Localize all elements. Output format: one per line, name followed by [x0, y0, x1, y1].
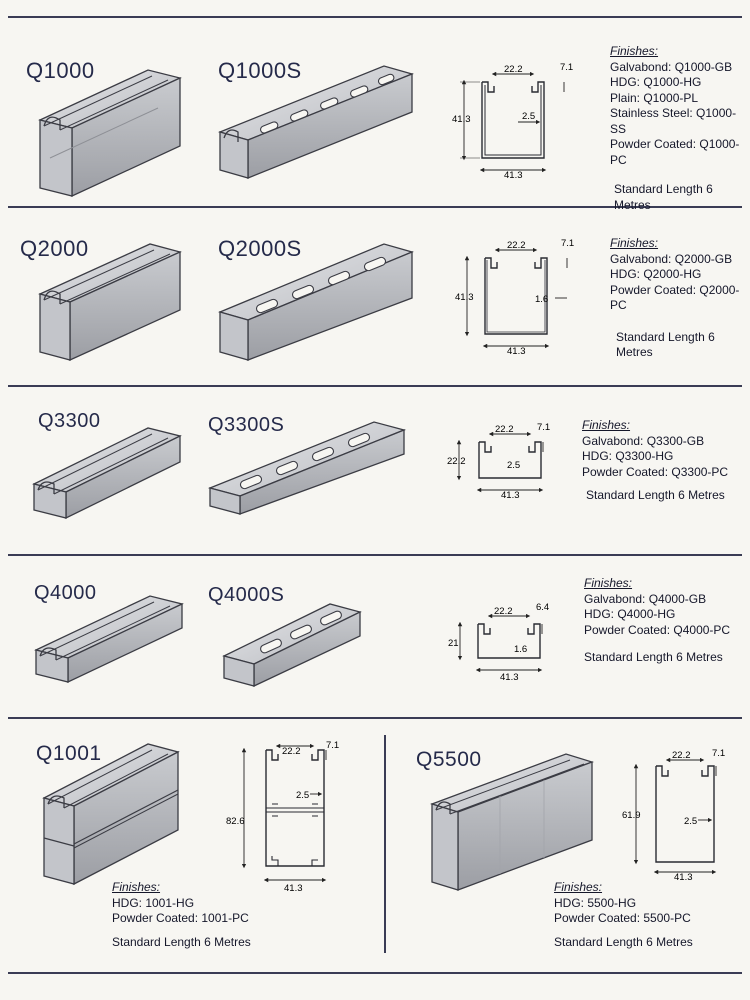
dim-thickness: 1.6 [535, 294, 548, 305]
cross-section-drawing: 82.6 41.3 22.2 7.1 2.5 [226, 740, 339, 894]
double-channel-illustration [42, 743, 180, 886]
dim-thickness: 1.6 [514, 644, 527, 655]
finish-item: HDG: 1001-HG [112, 895, 195, 910]
finish-item: HDG: Q2000-HG [610, 267, 702, 281]
section-divider [8, 206, 742, 208]
slotted-channel-illustration [222, 603, 362, 688]
dim-lip: 7.1 [561, 238, 574, 249]
finish-item: HDG: Q4000-HG [584, 607, 676, 621]
standard-length: Standard Length 6 Metres [584, 650, 723, 664]
slotted-channel-illustration [217, 65, 415, 179]
finishes-title: Finishes: [112, 880, 161, 894]
product-code: Q5500 [416, 748, 482, 771]
channel-illustration [32, 427, 182, 520]
product-code-slotted: Q1000S [218, 58, 302, 83]
finishes-title: Finishes: [610, 236, 659, 250]
standard-length: Standard Length 6 Metres [586, 488, 725, 502]
finishes-block: Finishes: Galvabond: Q1000-GB HDG: Q1000… [610, 44, 750, 213]
slotted-channel-illustration [207, 421, 407, 515]
dim-opening: 22.2 [494, 606, 513, 617]
bottom-rule [8, 972, 742, 974]
dim-width: 41.3 [674, 872, 693, 883]
section-divider [8, 554, 742, 556]
slotted-channel-illustration [218, 243, 414, 361]
finishes-block: Finishes: Galvabond: Q4000-GB HDG: Q4000… [584, 576, 730, 666]
dim-thickness: 2.5 [684, 816, 697, 827]
cross-section-drawing: 21 41.3 22.2 6.4 1.6 [448, 602, 549, 682]
finish-item: Powder Coated: 1001-PC [112, 911, 249, 925]
finish-item: Galvabond: Q3300-GB [582, 433, 705, 448]
finishes-title: Finishes: [582, 418, 631, 432]
product-code-slotted: Q3300S [208, 414, 285, 436]
finish-item: HDG: 5500-HG [554, 895, 637, 910]
finishes-block: Finishes: Galvabond: Q3300-GB HDG: Q3300… [582, 418, 728, 504]
standard-length: Standard Length 6 Metres [614, 182, 713, 212]
standard-length: Standard Length 6 Metres [112, 934, 251, 949]
dim-height: 21 [448, 638, 459, 649]
product-code: Q1000 [26, 58, 95, 83]
section-divider [8, 717, 742, 719]
dim-opening: 22.2 [507, 240, 526, 251]
finish-item: Galvabond: Q4000-GB [584, 591, 707, 606]
dim-opening: 22.2 [504, 64, 523, 75]
dim-lip: 7.1 [560, 62, 573, 73]
finishes-title: Finishes: [610, 44, 659, 58]
cross-section-drawing: 22.2 41.3 22.2 7.1 2.5 [447, 422, 550, 498]
finish-item: Stainless Steel: Q1000-SS [610, 106, 737, 136]
finish-item: Powder Coated: Q1000-PC [610, 137, 740, 167]
product-code: Q3300 [38, 410, 101, 432]
cross-section-drawing: 61.9 41.3 22.2 7.1 2.5 [622, 748, 725, 883]
channel-illustration [34, 595, 184, 684]
finish-item: Powder Coated: Q4000-PC [584, 622, 731, 637]
channel-illustration [38, 69, 182, 197]
dim-lip: 7.1 [537, 422, 550, 433]
finishes-title: Finishes: [554, 880, 603, 894]
dim-width: 41.3 [500, 672, 519, 682]
dim-height: 82.6 [226, 816, 245, 827]
cross-section-drawing: 41.3 41.3 22.2 7.1 1.6 [455, 238, 574, 357]
product-code-slotted: Q2000S [218, 236, 302, 261]
finish-item: Powder Coated: Q2000-PC [610, 282, 740, 313]
dim-height: 61.9 [622, 810, 641, 821]
dim-lip: 7.1 [712, 748, 725, 759]
finish-item: HDG: Q3300-HG [582, 449, 674, 463]
channel-illustration [38, 243, 182, 362]
dim-thickness: 2.5 [507, 460, 520, 471]
dim-width: 41.3 [284, 883, 303, 894]
finishes-block: Finishes: HDG: 5500-HG Powder Coated: 55… [554, 880, 693, 950]
dim-width: 41.3 [501, 490, 520, 498]
finish-item: HDG: Q1000-HG [610, 75, 702, 89]
standard-length: Standard Length 6 Metres [616, 329, 715, 360]
finishes-block: Finishes: HDG: 1001-HG Powder Coated: 10… [112, 880, 251, 950]
dim-lip: 7.1 [326, 740, 339, 751]
dim-opening: 22.2 [672, 750, 691, 761]
dim-height: 41.3 [455, 292, 474, 303]
standard-length: Standard Length 6 Metres [554, 934, 693, 949]
finish-item: Galvabond: Q1000-GB [610, 59, 733, 74]
product-code: Q2000 [20, 236, 89, 261]
dim-width: 41.3 [504, 170, 523, 181]
section-divider [8, 385, 742, 387]
product-code: Q4000 [34, 582, 97, 604]
dim-height: 41.3 [452, 114, 471, 125]
finish-item: Galvabond: Q2000-GB [610, 251, 733, 266]
dim-lip: 6.4 [536, 602, 549, 613]
column-divider [384, 735, 386, 953]
dim-opening: 22.2 [282, 746, 301, 757]
finishes-block: Finishes: Galvabond: Q2000-GB HDG: Q2000… [610, 236, 750, 361]
finish-item: Powder Coated: 5500-PC [554, 911, 691, 925]
dim-width: 41.3 [507, 346, 526, 357]
product-code-slotted: Q4000S [208, 584, 285, 606]
dim-thickness: 2.5 [296, 790, 309, 801]
finishes-title: Finishes: [584, 576, 633, 590]
finish-item: Plain: Q1000-PL [610, 90, 699, 105]
dim-thickness: 2.5 [522, 111, 535, 122]
cross-section-drawing: 41.3 41.3 22.2 7.1 2.5 [452, 62, 573, 181]
finish-item: Powder Coated: Q3300-PC [582, 464, 729, 479]
deep-channel-illustration [429, 753, 595, 891]
top-rule [8, 16, 742, 18]
product-code: Q1001 [36, 742, 102, 765]
dim-opening: 22.2 [495, 424, 514, 435]
dim-height: 22.2 [447, 456, 466, 467]
